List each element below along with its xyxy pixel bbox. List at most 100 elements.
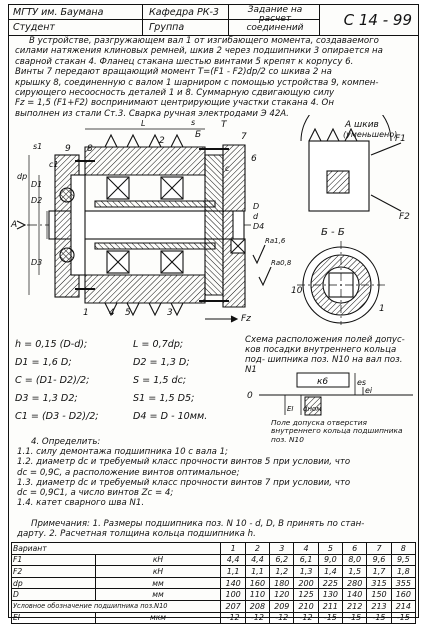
formula-h: h = 0,15 (D-d); <box>15 339 88 350</box>
ei-small: EI <box>287 405 294 413</box>
note-line: Примечания: 1. Размеры подшипника поз. N… <box>31 519 365 529</box>
roughness-2: Ra0,8 <box>271 259 292 267</box>
ei-label: ei <box>365 386 373 395</box>
view-a-note: (уменьшено) <box>343 130 397 139</box>
section-b-b <box>297 241 385 325</box>
text-line: Винты 7 передают вращающий момент T=(F1 … <box>15 67 332 78</box>
divider <box>142 5 143 35</box>
section-mark: Б <box>195 130 201 140</box>
table-cell: 160 <box>390 588 417 601</box>
divider <box>9 19 319 20</box>
table-cell: 6,1 <box>293 553 319 567</box>
header-cell: 2 <box>244 542 271 555</box>
view-a-label: А шкив <box>344 120 379 130</box>
table-cell: 150 <box>366 588 392 601</box>
dim-c1: c1 <box>49 160 59 169</box>
note-line: дарту. 2. Расчетная толщина кольца подши… <box>17 529 256 540</box>
header-cell: Вариант <box>10 542 222 555</box>
header-cell: 7 <box>366 542 392 555</box>
table-cell: 1,4 <box>317 565 344 578</box>
table-cell: 214 <box>390 599 417 613</box>
row-unit: мм <box>94 588 222 601</box>
notes: Примечания: 1. Размеры подшипника поз. N… <box>17 519 415 539</box>
table-cell: 280 <box>342 576 368 590</box>
table-cell: 207 <box>220 599 246 613</box>
table-cell: 225 <box>317 576 344 590</box>
group-label: Группа <box>149 22 185 33</box>
text-line: Fz = 1,5 (F1+F2) воспринимают центрирующ… <box>15 98 334 109</box>
fit-label: к6 <box>317 377 328 387</box>
callout-9: 9 <box>65 144 71 154</box>
section-label: Б - Б <box>321 227 345 238</box>
table-cell: 1,2 <box>269 565 295 578</box>
header-cell: 4 <box>293 542 319 555</box>
joint-9 <box>59 187 75 203</box>
row-unit: мм <box>94 576 222 590</box>
row-unit: мкм <box>94 611 222 624</box>
table-row: EI мкм -12 -12 -12 -12 -15 -15 -15 -15 <box>11 611 417 624</box>
dim-s: s <box>191 118 195 127</box>
question-line: 1.3. диаметр dc и требуемый класс прочно… <box>17 477 351 488</box>
scheme-caption: Схема расположения полей допус- ков поса… <box>245 335 405 375</box>
table-cell: 1,1 <box>220 565 246 578</box>
zero-label: 0 <box>247 391 253 401</box>
dim-d3: D3 <box>31 258 42 267</box>
table-row: dp мм 140 160 180 200 225 280 315 355 <box>11 576 417 590</box>
table-cell: 1,3 <box>293 565 319 578</box>
header-cell: 1 <box>220 542 246 555</box>
text-line: сирующего несоосность деталей 1 и 8. Сум… <box>15 88 335 99</box>
table-cell: -12 <box>293 611 319 624</box>
text-line: сварной стакан 4. Фланец стакана шестью … <box>15 56 354 67</box>
force-fz: Fz <box>241 314 251 324</box>
dim-dp: dp <box>17 172 27 181</box>
table-cell: 1,5 <box>342 565 368 578</box>
table-cell: 120 <box>269 588 295 601</box>
table-cell: 8,0 <box>342 553 368 567</box>
row-name: D <box>11 588 96 601</box>
table-cell: 208 <box>244 599 271 613</box>
task-code: С 14 - 99 <box>343 11 412 29</box>
header-cell: 6 <box>342 542 368 555</box>
table-cell: 9,5 <box>390 553 417 567</box>
row-name: EI <box>11 611 96 624</box>
table-header-row: Вариант 1 2 3 4 5 6 7 8 <box>10 542 417 555</box>
dnom-label: dном <box>303 405 322 413</box>
row-name: F2 <box>11 565 96 578</box>
table-cell: 140 <box>220 576 246 590</box>
divider <box>319 5 320 35</box>
table-cell: 6,2 <box>269 553 295 567</box>
table-cell: 211 <box>317 599 344 613</box>
text-line: силами натяжения клиновых ремней, шкив 2… <box>15 46 383 57</box>
force-f1: F1 <box>395 134 406 144</box>
table-cell: 125 <box>293 588 319 601</box>
formula-l: L = 0,7dp; <box>133 339 184 350</box>
table-cell: 210 <box>293 599 319 613</box>
callout-1b: 1 <box>379 304 385 314</box>
divider <box>228 5 229 35</box>
table-cell: 4,4 <box>220 553 246 567</box>
table-cell: 1,8 <box>390 565 417 578</box>
dim-l: L <box>141 119 145 128</box>
table-cell: 160 <box>244 576 271 590</box>
table-cell: 110 <box>244 588 271 601</box>
roughness-1: Ra1,6 <box>265 237 286 245</box>
table-cell: -12 <box>244 611 271 624</box>
table-cell: 4,4 <box>244 553 271 567</box>
problem-statement: В устройстве, разгружающем вал 1 от изги… <box>15 36 413 119</box>
department: Кафедра РК-3 <box>149 7 219 18</box>
title-block: МГТУ им. Баумана Студент Кафедра РК-3 Гр… <box>9 5 418 36</box>
formula-c: C = (D1- D2)/2; <box>15 375 90 386</box>
callout-3: 3 <box>167 308 173 318</box>
dim-d1: D1 <box>31 180 42 189</box>
formula-c1: C1 = (D3 - D2)/2; <box>15 411 99 422</box>
formula-d4: D4 = D - 10мм. <box>133 411 208 422</box>
institution: МГТУ им. Баумана <box>13 7 104 18</box>
callout-7: 7 <box>241 132 247 142</box>
questions: 4. Определить: 1.1. силу демонтажа подши… <box>17 437 415 508</box>
table-cell: 213 <box>366 599 392 613</box>
table-cell: 355 <box>390 576 417 590</box>
table-row: Условное обозначение подшипника поз.N10 … <box>10 599 417 613</box>
pulley-2 <box>84 146 206 176</box>
formula-d2: D2 = 1,3 D; <box>133 357 190 368</box>
row-unit: кН <box>94 565 222 578</box>
